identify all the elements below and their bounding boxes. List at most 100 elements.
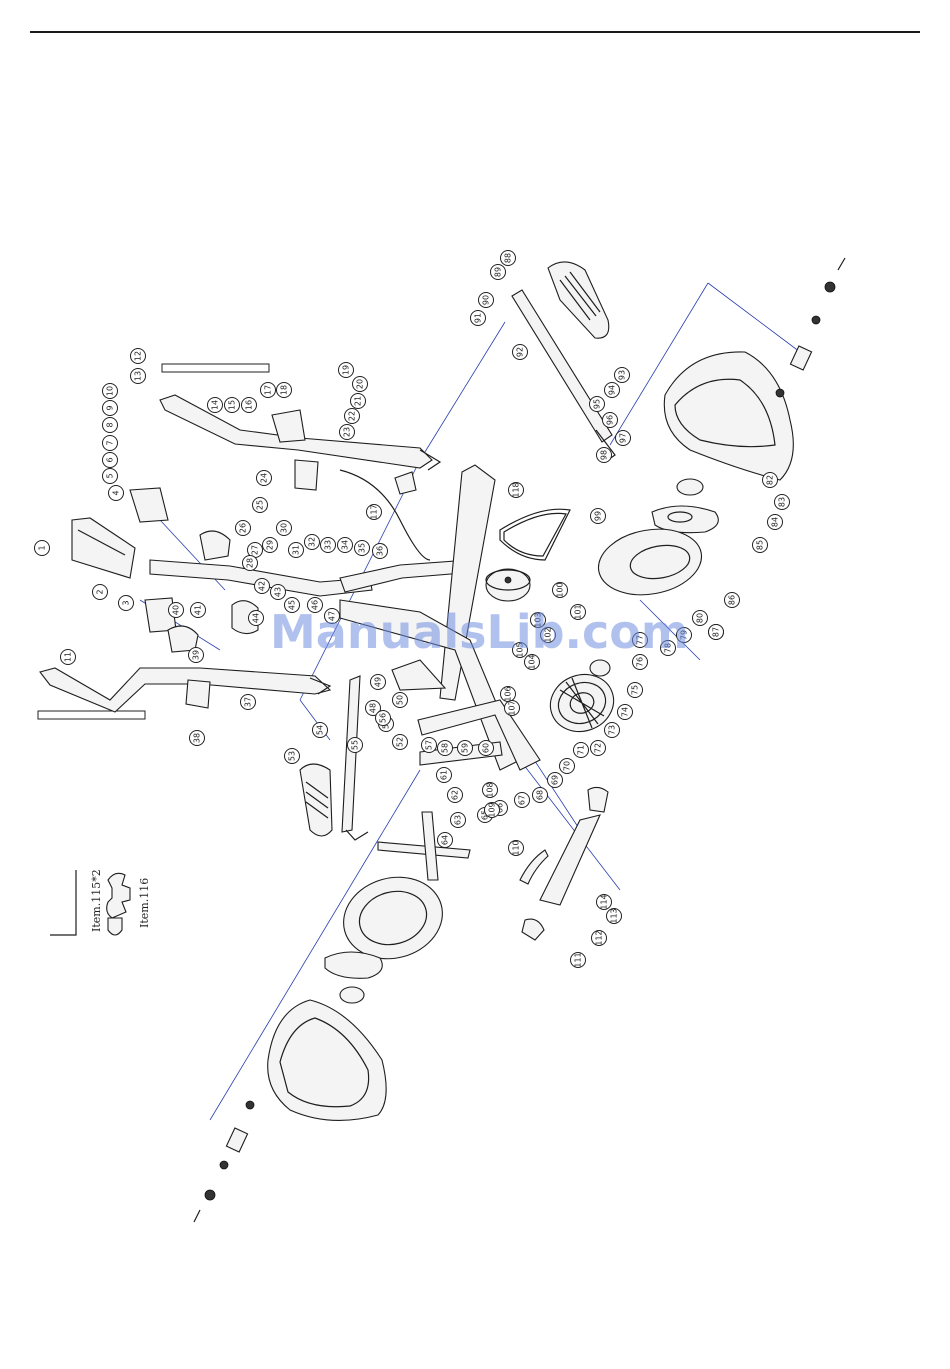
callout-balloon: 26	[235, 520, 251, 536]
callout-balloon: 62	[447, 787, 463, 803]
callout-circle	[490, 264, 506, 280]
callout-number: 28	[246, 558, 255, 568]
callout-number: 20	[356, 379, 365, 389]
callout-number: 7	[106, 440, 115, 445]
label-box-lower	[37, 710, 146, 720]
callout-number: 24	[260, 473, 269, 483]
callout-balloon: 99	[590, 508, 606, 524]
callout-balloon: 33	[320, 537, 336, 553]
callout-number: 98	[600, 450, 609, 460]
callout-circle	[573, 742, 589, 758]
drive-belt	[499, 508, 571, 561]
callout-circle	[606, 908, 622, 924]
callout-number: 70	[563, 761, 572, 771]
callout-number: 41	[194, 605, 203, 615]
callout-number: 59	[461, 743, 470, 753]
callout-balloon: 68	[532, 787, 548, 803]
callout-balloon: 76	[632, 654, 648, 670]
callout-number: 67	[518, 795, 527, 805]
callout-balloon: 54	[312, 722, 328, 738]
watermark: ManualsLib.com	[270, 605, 689, 659]
callout-balloon: 84	[767, 514, 783, 530]
callout-balloon: 40	[168, 602, 184, 618]
callout-number: 89	[494, 267, 503, 277]
callout-circle	[596, 894, 612, 910]
callout-balloon: 21	[350, 393, 366, 409]
callout-number: 118	[512, 482, 521, 497]
callout-number: 37	[244, 697, 253, 707]
callout-number: 75	[631, 685, 640, 695]
left-flywheel-cover	[343, 876, 443, 960]
callout-number: 117	[370, 504, 379, 519]
callout-number: 48	[369, 703, 378, 713]
callout-number: 44	[252, 613, 261, 623]
rear-stabilizer	[377, 811, 471, 881]
callout-circle	[102, 452, 118, 468]
callout-balloon: 8	[102, 417, 118, 433]
callout-number: 22	[348, 411, 357, 421]
callout-number: 110	[512, 840, 521, 855]
callout-number: 32	[308, 537, 317, 547]
callout-circle	[118, 595, 134, 611]
callout-circle	[284, 748, 300, 764]
wrench-label: Item.116	[138, 878, 151, 928]
callout-balloon: 63	[450, 812, 466, 828]
callout-number: 102	[544, 627, 553, 642]
callout-circle	[547, 772, 563, 788]
callout-balloon: 94	[604, 382, 620, 398]
callout-circle	[604, 722, 620, 738]
left-side-cover	[267, 999, 387, 1121]
callout-balloon: 15	[224, 397, 240, 413]
callout-balloon: 80	[692, 610, 708, 626]
callout-circle	[108, 485, 124, 501]
callout-number: 12	[134, 351, 143, 361]
callout-circle	[482, 782, 498, 798]
callout-number: 34	[341, 540, 350, 550]
console-tray	[71, 517, 136, 579]
callout-number: 94	[608, 385, 617, 395]
callout-circle	[252, 497, 268, 513]
callout-number: 35	[358, 543, 367, 553]
left-pedal-arm	[341, 675, 369, 841]
callout-circle	[372, 543, 388, 559]
callout-balloon: 41	[190, 602, 206, 618]
callout-balloon: 75	[627, 682, 643, 698]
callout-balloon: 4	[108, 485, 124, 501]
callout-balloon: 48	[365, 700, 381, 716]
callout-number: 72	[594, 743, 603, 753]
callout-circle	[270, 584, 286, 600]
callout-balloon: 42	[254, 578, 270, 594]
right-side-cover	[663, 351, 794, 481]
callout-circle	[240, 694, 256, 710]
callout-circle	[235, 520, 251, 536]
crank-cover-right	[651, 505, 719, 534]
callout-number: 76	[636, 657, 645, 667]
callout-number: 91	[474, 313, 483, 323]
callout-circle	[590, 740, 606, 756]
callout-circle	[437, 832, 453, 848]
callout-balloon: 14	[207, 397, 223, 413]
callout-number: 58	[441, 743, 450, 753]
console-bracket	[129, 487, 177, 633]
allen-key-label: Item.115*2	[90, 869, 103, 932]
callout-circle	[596, 447, 612, 463]
callout-balloon: 35	[354, 540, 370, 556]
callout-circle	[590, 508, 606, 524]
callout-circle	[352, 376, 368, 392]
callout-number: 6	[106, 457, 115, 462]
callout-circle	[774, 494, 790, 510]
callout-circle	[470, 310, 486, 326]
callout-number: 101	[574, 604, 583, 619]
callout-circle	[762, 472, 778, 488]
callout-number: 45	[288, 600, 297, 610]
callout-number: 17	[264, 385, 273, 395]
callout-balloon: 117	[366, 504, 382, 520]
callout-number: 80	[696, 613, 705, 623]
disc-cap	[676, 478, 704, 496]
callout-number: 9	[106, 405, 115, 410]
callout-balloon: 1	[34, 540, 50, 556]
left-disc-cap	[339, 986, 365, 1004]
callout-number: 49	[374, 677, 383, 687]
callout-circle	[304, 534, 320, 550]
callout-circle	[421, 737, 437, 753]
